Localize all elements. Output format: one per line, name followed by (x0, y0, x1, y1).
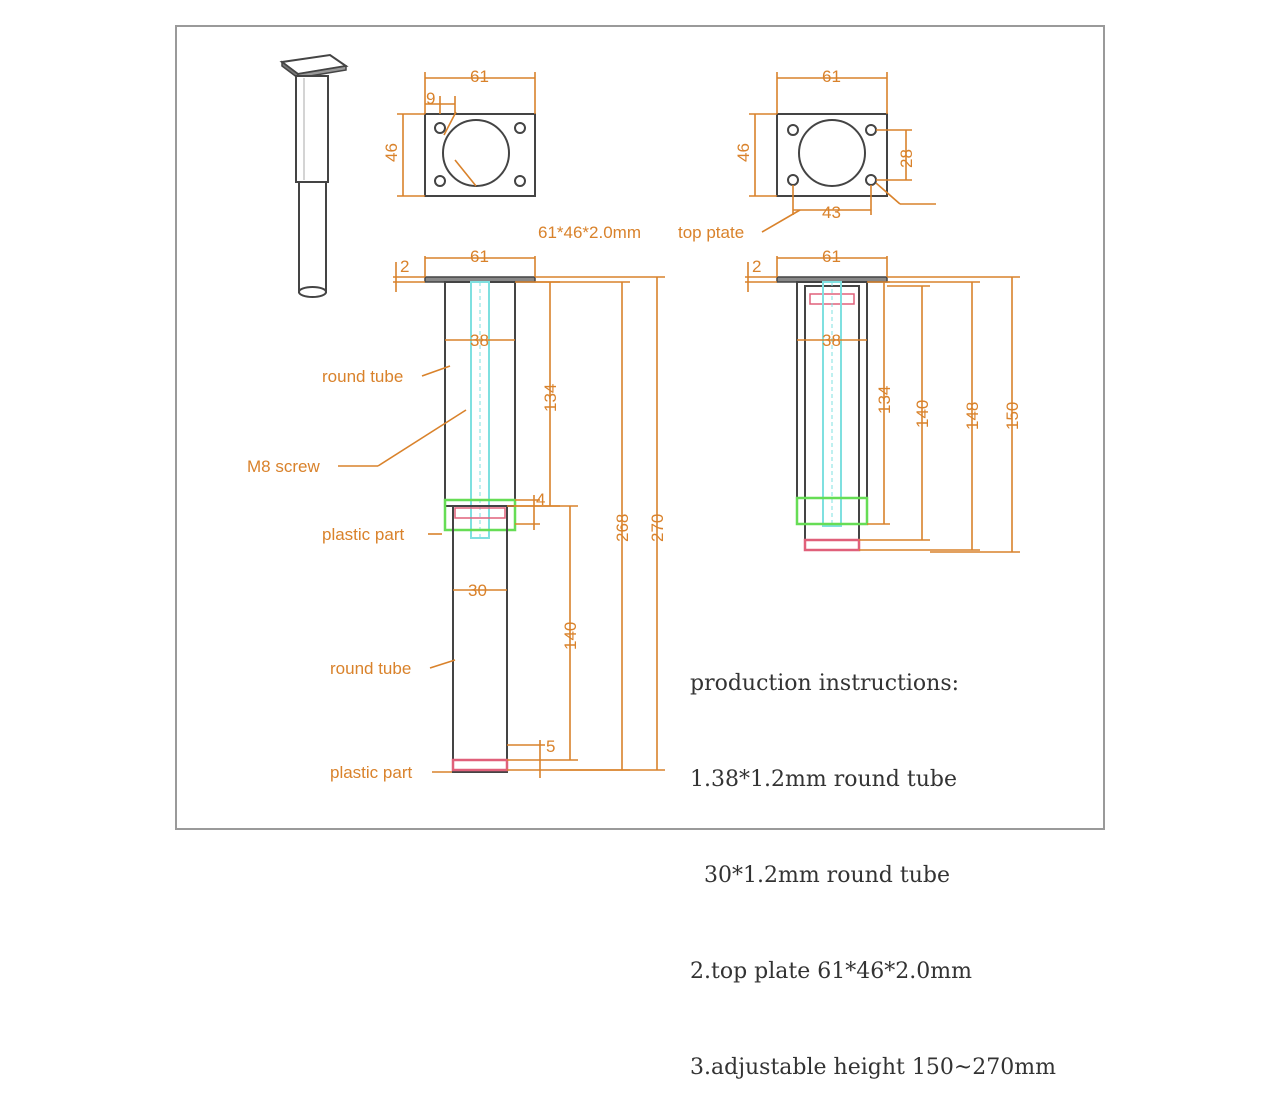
label-round-tube-upper: round tube (322, 367, 403, 386)
dim-46-plate-right: 46 (734, 143, 753, 162)
dim-270: 270 (648, 514, 667, 542)
plastic-part-red (451, 758, 509, 772)
center-hole (442, 119, 510, 187)
instruction-2: 2.top plate 61*46*2.0mm (690, 959, 972, 984)
dim-61-plate-left: 61 (470, 67, 489, 86)
leg-front-view-retracted (745, 256, 1020, 553)
label-plastic-part-mid: plastic part (322, 525, 404, 544)
leg-perspective-sketch (279, 53, 349, 298)
instruction-1: 1.38*1.2mm round tube (690, 767, 957, 792)
label-m8-screw: M8 screw (247, 457, 320, 476)
dim-4: 4 (536, 490, 545, 509)
production-instructions: production instructions: 1.38*1.2mm roun… (690, 604, 1056, 1116)
dim-43: 43 (822, 203, 841, 222)
technical-drawing: 61 9 46 61*46*2.0mm 61 46 28 43 top pta (247, 53, 1022, 782)
drawing-frame (175, 25, 1105, 830)
dim-38-front-right: 38 (822, 331, 841, 350)
dim-148: 148 (963, 402, 982, 430)
dim-61-front-right: 61 (822, 247, 841, 266)
dim-28: 28 (897, 149, 916, 168)
plastic-part-green (443, 498, 517, 532)
leg-front-view-extended (338, 256, 665, 778)
top-plate-label: top ptate (678, 223, 744, 242)
label-plastic-part-bottom: plastic part (330, 763, 412, 782)
dim-268: 268 (613, 514, 632, 542)
top-plate-view-left (397, 72, 536, 197)
dim-2-front-left: 2 (400, 257, 409, 276)
dim-61-plate-right: 61 (822, 67, 841, 86)
dim-5: 5 (546, 737, 555, 756)
dim-9: 9 (426, 89, 435, 108)
instruction-1b: 30*1.2mm round tube (690, 863, 950, 888)
dim-134-front-right: 134 (875, 386, 894, 414)
top-plate-view-right (749, 72, 936, 233)
plate-spec-label: 61*46*2.0mm (538, 223, 641, 242)
dim-61-front-left: 61 (470, 247, 489, 266)
dim-150: 150 (1003, 402, 1022, 430)
dim-140-front-left: 140 (561, 622, 580, 650)
dim-140-front-right: 140 (913, 400, 932, 428)
dim-134-front-left: 134 (541, 384, 560, 412)
lower-round-tube (452, 505, 508, 773)
top-plate-outline (424, 113, 536, 197)
label-round-tube-lower: round tube (330, 659, 411, 678)
dim-30: 30 (468, 581, 487, 600)
dim-2-front-right: 2 (752, 257, 761, 276)
dim-46-plate-left: 46 (382, 143, 401, 162)
instruction-3: 3.adjustable height 150~270mm (690, 1055, 1057, 1080)
dim-38-front-left: 38 (470, 331, 489, 350)
instructions-title: production instructions: (690, 671, 960, 696)
